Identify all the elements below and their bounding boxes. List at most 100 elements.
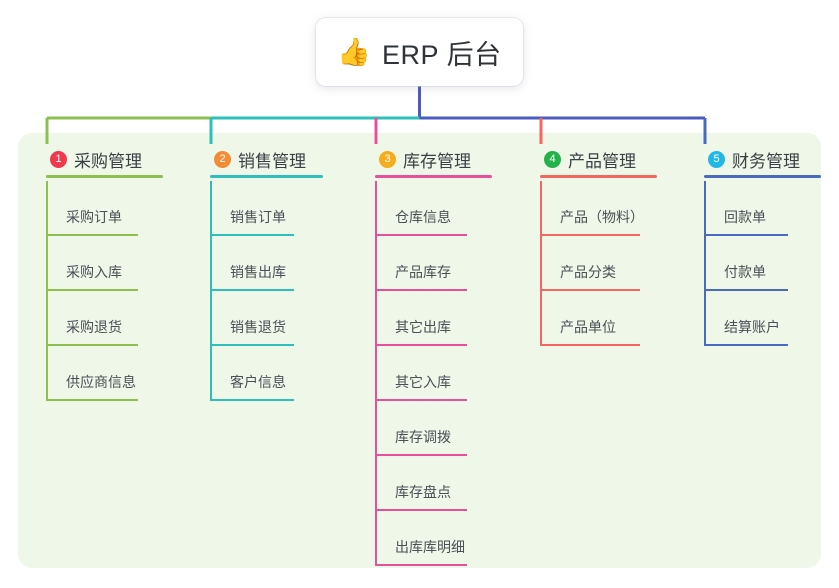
branch-item-rule	[375, 234, 467, 236]
branch-item-label: 仓库信息	[395, 209, 451, 225]
branch-item[interactable]: 销售订单	[196, 181, 306, 236]
branch-item-label: 库存调拨	[395, 429, 451, 445]
branch-item[interactable]: 采购入库	[32, 236, 142, 291]
branch-item-label: 其它入库	[395, 374, 451, 390]
diagram-panel	[18, 133, 821, 568]
branch-item-label: 采购订单	[66, 209, 122, 225]
branch-item[interactable]: 客户信息	[196, 346, 306, 401]
branch-item[interactable]: 销售退货	[196, 291, 306, 346]
branch-item-label: 产品分类	[560, 264, 616, 280]
branch-item-label: 出库库明细	[395, 539, 465, 555]
branch-item-label: 销售退货	[230, 319, 286, 335]
branch-header-label: 采购管理	[74, 151, 142, 171]
branch-item-label: 供应商信息	[66, 374, 136, 390]
branch-item-rule	[210, 399, 294, 401]
branch-header-rule	[704, 175, 821, 178]
branch-item-rule	[375, 454, 467, 456]
branch-item[interactable]: 产品库存	[361, 236, 471, 291]
branch-item-label: 销售出库	[230, 264, 286, 280]
branch-item-label: 回款单	[724, 209, 766, 225]
branch-header-rule	[46, 175, 163, 178]
branch-number-badge: 3	[379, 150, 396, 168]
branch-item[interactable]: 付款单	[690, 236, 800, 291]
branch-item-rule	[210, 344, 294, 346]
branch-item[interactable]: 其它出库	[361, 291, 471, 346]
branch-item-list: 销售订单销售出库销售退货客户信息	[196, 181, 306, 401]
branch-header-2[interactable]: 2 销售管理	[196, 142, 323, 178]
branch-column-2: 2 销售管理销售订单销售出库销售退货客户信息	[196, 142, 323, 401]
branch-item[interactable]: 结算账户	[690, 291, 800, 346]
branch-number-badge: 1	[50, 150, 67, 168]
branch-item-rule	[375, 289, 467, 291]
branch-number-badge: 5	[708, 150, 725, 168]
branch-item-label: 其它出库	[395, 319, 451, 335]
branch-item[interactable]: 其它入库	[361, 346, 471, 401]
branch-item-list: 仓库信息产品库存其它出库其它入库库存调拨库存盘点出库库明细	[361, 181, 471, 566]
branch-item-rule	[704, 344, 788, 346]
branch-item-rule	[46, 344, 138, 346]
branch-item[interactable]: 产品（物料）	[526, 181, 644, 236]
branch-item-rule	[375, 509, 467, 511]
branch-item-label: 产品库存	[395, 264, 451, 280]
branch-spine	[375, 181, 377, 566]
branch-item[interactable]: 产品单位	[526, 291, 640, 346]
branch-item-rule	[46, 289, 138, 291]
branch-item-rule	[704, 234, 788, 236]
root-node-content: 👍 ERP 后台	[337, 33, 501, 72]
branch-item[interactable]: 产品分类	[526, 236, 640, 291]
branch-item-rule	[540, 234, 640, 236]
branch-header-label: 财务管理	[732, 151, 800, 171]
branch-header-label: 库存管理	[403, 151, 471, 171]
branch-item-rule	[210, 234, 294, 236]
branch-header-1[interactable]: 1 采购管理	[32, 142, 163, 178]
branch-header-label: 产品管理	[568, 151, 636, 171]
branch-item-rule	[375, 344, 467, 346]
branch-item-label: 采购退货	[66, 319, 122, 335]
branch-spine	[540, 181, 542, 346]
thumbs-up-icon: 👍	[337, 36, 372, 67]
branch-item[interactable]: 采购订单	[32, 181, 142, 236]
branch-item-rule	[540, 344, 640, 346]
branch-item-rule	[46, 399, 138, 401]
branch-header-rule	[210, 175, 323, 178]
branch-item[interactable]: 采购退货	[32, 291, 142, 346]
branch-item-label: 客户信息	[230, 374, 286, 390]
branch-column-3: 3 库存管理仓库信息产品库存其它出库其它入库库存调拨库存盘点出库库明细	[361, 142, 492, 566]
branch-number-badge: 2	[214, 150, 231, 168]
branch-item-rule	[540, 289, 640, 291]
branch-header-label: 销售管理	[238, 151, 306, 171]
branch-item-label: 付款单	[724, 264, 766, 280]
root-node-title: ERP 后台	[382, 39, 502, 70]
branch-item[interactable]: 仓库信息	[361, 181, 471, 236]
branch-item-label: 结算账户	[724, 319, 780, 335]
branch-item[interactable]: 回款单	[690, 181, 800, 236]
branch-item[interactable]: 供应商信息	[32, 346, 142, 401]
branch-number-badge: 4	[544, 150, 561, 168]
branch-column-1: 1 采购管理采购订单采购入库采购退货供应商信息	[32, 142, 163, 401]
branch-column-4: 4 产品管理产品（物料） 产品分类产品单位	[526, 142, 657, 346]
branch-item[interactable]: 库存盘点	[361, 456, 471, 511]
branch-item-list: 回款单付款单结算账户	[690, 181, 800, 346]
branch-item-label: 产品单位	[560, 319, 616, 335]
branch-header-rule	[375, 175, 492, 178]
branch-item-label: 采购入库	[66, 264, 122, 280]
branch-item-rule	[375, 564, 467, 566]
branch-item-label: 产品（物料）	[560, 209, 644, 225]
branch-item[interactable]: 出库库明细	[361, 511, 471, 566]
root-node-erp-backend[interactable]: 👍 ERP 后台	[316, 18, 523, 86]
branch-header-4[interactable]: 4 产品管理	[526, 142, 657, 178]
branch-header-3[interactable]: 3 库存管理	[361, 142, 492, 178]
branch-item[interactable]: 库存调拨	[361, 401, 471, 456]
branch-spine	[46, 181, 48, 401]
branch-column-5: 5 财务管理回款单付款单结算账户	[690, 142, 821, 346]
branch-spine	[210, 181, 212, 401]
branch-item-rule	[210, 289, 294, 291]
branch-item-list: 采购订单采购入库采购退货供应商信息	[32, 181, 142, 401]
branch-header-5[interactable]: 5 财务管理	[690, 142, 821, 178]
branch-item-list: 产品（物料） 产品分类产品单位	[526, 181, 644, 346]
branch-item-rule	[375, 399, 467, 401]
branch-item[interactable]: 销售出库	[196, 236, 306, 291]
branch-header-rule	[540, 175, 657, 178]
branch-item-rule	[46, 234, 138, 236]
